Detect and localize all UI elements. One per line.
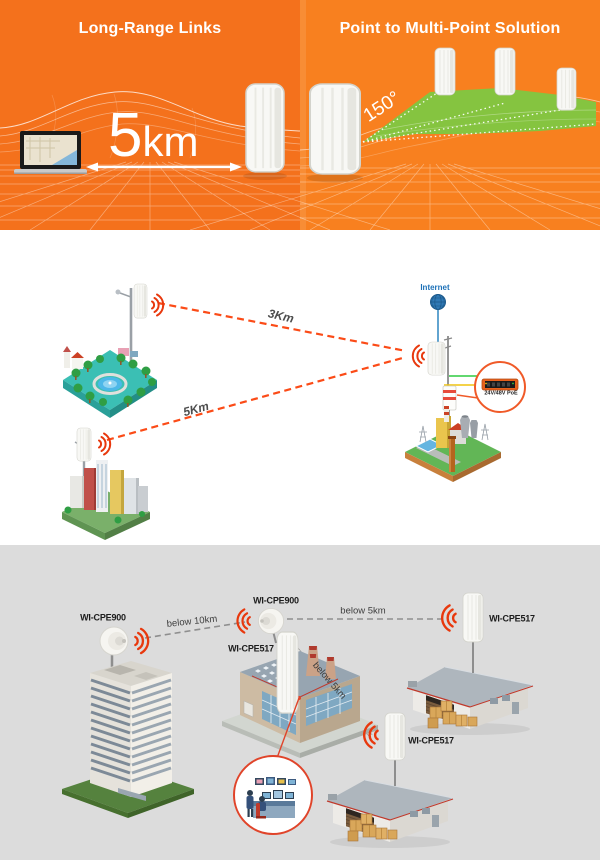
left-floor-grid bbox=[0, 161, 391, 230]
control-room-scene bbox=[246, 777, 296, 819]
right-cpe-wifi-waves-icon bbox=[440, 604, 457, 632]
park-cpe-device bbox=[133, 283, 148, 319]
deployment-art bbox=[62, 592, 534, 849]
poe-switch-callout bbox=[456, 361, 526, 413]
center-dish-wifi-waves-icon bbox=[236, 608, 251, 634]
park-wifi-waves-icon bbox=[151, 293, 165, 317]
cpe-device-left-panel bbox=[245, 83, 285, 173]
city-buildings bbox=[64, 460, 148, 524]
city-illustration bbox=[62, 427, 150, 540]
wireless-links bbox=[106, 301, 407, 442]
office-tower-illustration bbox=[62, 653, 194, 818]
center-antenna-label: WI-CPE900 bbox=[253, 595, 299, 606]
laptop-illustration bbox=[14, 131, 87, 174]
poe-switch-label: 24V/48V PoE bbox=[484, 390, 518, 397]
right-floor-grid bbox=[189, 163, 600, 230]
headend-cpe-device bbox=[427, 341, 446, 376]
power-plant-illustration bbox=[405, 385, 501, 482]
base-station-device bbox=[308, 82, 362, 176]
left-panel-title: Long-Range Links bbox=[78, 20, 222, 37]
control-room-callout bbox=[233, 697, 313, 835]
top-banner-art bbox=[0, 0, 600, 230]
city-wifi-waves-icon bbox=[98, 432, 112, 456]
left-dish-wifi-waves-icon bbox=[134, 627, 150, 655]
internet-label: Internet bbox=[420, 283, 450, 292]
park-trees bbox=[71, 353, 156, 407]
poe-switch-device bbox=[481, 378, 519, 391]
distance-unit: km bbox=[142, 118, 199, 165]
distance-arrow bbox=[86, 162, 242, 172]
coverage-fan bbox=[362, 88, 597, 143]
right-panel-title: Point to Multi-Point Solution bbox=[339, 20, 561, 37]
topology-art bbox=[62, 283, 526, 540]
factory-cpe-label: WI-CPE517 bbox=[228, 643, 274, 654]
remote-device-1 bbox=[434, 47, 456, 96]
right-cpe-device bbox=[462, 592, 484, 643]
deployment-diagram: WI-CPE900 below 10km WI-CPE900 WI-CPE517… bbox=[0, 545, 600, 860]
remote-device-3 bbox=[556, 67, 577, 111]
link-below-5km-label: below 5km bbox=[340, 605, 386, 617]
left-antenna-label: WI-CPE900 bbox=[80, 612, 126, 623]
city-cpe-device bbox=[76, 427, 92, 462]
right-cpe-label: WI-CPE517 bbox=[489, 613, 535, 624]
park-illustration bbox=[63, 283, 165, 418]
factory-cpe-device bbox=[276, 631, 299, 714]
warehouse-1-illustration bbox=[406, 666, 534, 736]
factory-illustration bbox=[222, 646, 378, 758]
remote-device-2 bbox=[494, 47, 516, 96]
warehouse-2-illustration bbox=[326, 779, 454, 849]
topology-diagram: 3Km 5Km Internet 24V/48V PoE bbox=[0, 230, 600, 545]
globe-icon bbox=[430, 294, 446, 310]
left-dish-antenna bbox=[99, 626, 129, 656]
headend-wifi-waves-icon bbox=[411, 344, 425, 368]
distance-value: 5 bbox=[108, 101, 143, 170]
lower-cpe-label: WI-CPE517 bbox=[408, 735, 454, 746]
center-dish-antenna bbox=[257, 607, 285, 635]
lower-cpe-device bbox=[384, 712, 406, 761]
top-banner: Long-Range Links Point to Multi-Point So… bbox=[0, 0, 600, 230]
